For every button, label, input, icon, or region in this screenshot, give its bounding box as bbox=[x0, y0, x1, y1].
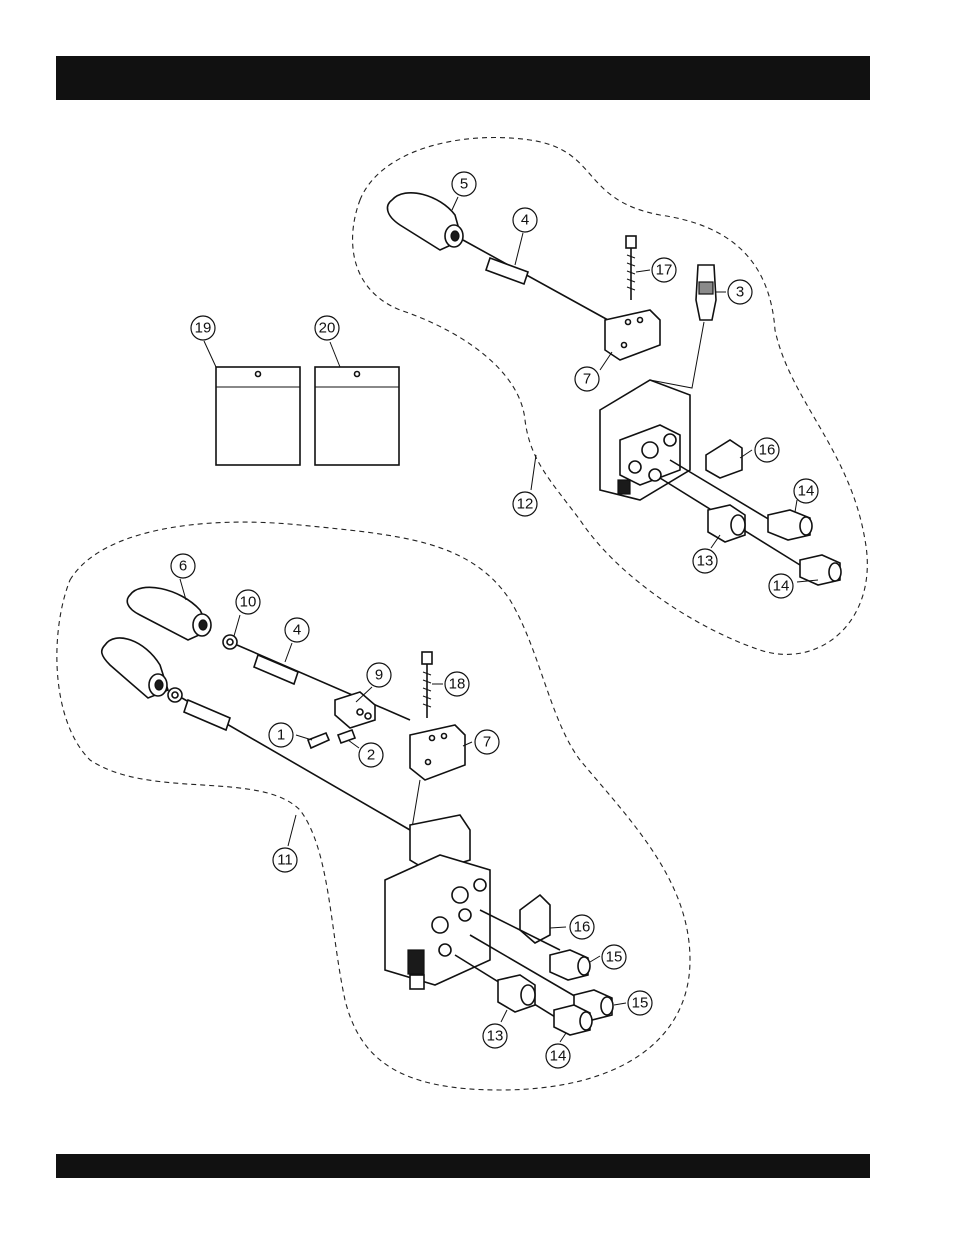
pin-1 bbox=[308, 733, 329, 748]
callout-4-upper: 4 bbox=[513, 208, 537, 232]
svg-text:14: 14 bbox=[550, 1048, 567, 1065]
tee-fitting-16-upper bbox=[706, 440, 742, 478]
callout-13-lower: 13 bbox=[483, 1024, 507, 1048]
handle-knob-5 bbox=[387, 193, 463, 250]
svg-text:2: 2 bbox=[367, 747, 375, 764]
callout-14-upper-b: 14 bbox=[769, 574, 793, 598]
relief-valve-3 bbox=[696, 265, 716, 320]
callout-1: 1 bbox=[269, 723, 293, 747]
svg-text:6: 6 bbox=[179, 558, 187, 575]
callout-20: 20 bbox=[315, 316, 339, 340]
control-valve-body-12 bbox=[600, 380, 690, 500]
svg-text:15: 15 bbox=[606, 949, 623, 966]
handle-knob-6-a bbox=[127, 587, 211, 640]
callout-12: 12 bbox=[513, 492, 537, 516]
fitting-14-upper-b bbox=[800, 555, 841, 585]
sleeve-4-lower bbox=[254, 655, 298, 684]
svg-text:4: 4 bbox=[521, 212, 529, 229]
callout-7-upper: 7 bbox=[575, 367, 599, 391]
svg-text:18: 18 bbox=[449, 676, 466, 693]
mount-block-7-upper bbox=[605, 310, 660, 360]
callout-6: 6 bbox=[171, 554, 195, 578]
decal-card-19 bbox=[216, 367, 300, 465]
callout-11: 11 bbox=[273, 848, 297, 872]
fitting-15-lower-a bbox=[550, 950, 590, 980]
svg-text:5: 5 bbox=[460, 176, 468, 193]
callout-17: 17 bbox=[652, 258, 676, 282]
svg-text:1: 1 bbox=[277, 727, 285, 744]
leader-lines bbox=[180, 197, 818, 1042]
svg-text:13: 13 bbox=[487, 1028, 504, 1045]
callout-7-lower: 7 bbox=[475, 730, 499, 754]
svg-text:16: 16 bbox=[759, 442, 776, 459]
callout-15-a: 15 bbox=[602, 945, 626, 969]
svg-text:12: 12 bbox=[517, 496, 534, 513]
svg-text:11: 11 bbox=[277, 852, 293, 869]
svg-text:3: 3 bbox=[736, 284, 744, 301]
callout-16-lower: 16 bbox=[570, 915, 594, 939]
bracket-9 bbox=[335, 692, 375, 728]
svg-text:14: 14 bbox=[773, 578, 790, 595]
svg-text:7: 7 bbox=[483, 734, 491, 751]
callout-13-upper: 13 bbox=[693, 549, 717, 573]
sleeve-lower-b bbox=[184, 700, 230, 730]
fitting-13-lower bbox=[498, 975, 535, 1012]
callout-3: 3 bbox=[728, 280, 752, 304]
bolt-18 bbox=[422, 652, 432, 718]
callout-16-upper: 16 bbox=[755, 438, 779, 462]
nut-10-b bbox=[168, 688, 182, 702]
svg-text:20: 20 bbox=[319, 320, 336, 337]
nut-10-a bbox=[223, 635, 237, 649]
callout-5: 5 bbox=[452, 172, 476, 196]
svg-text:17: 17 bbox=[656, 262, 673, 279]
callout-14-upper-a: 14 bbox=[794, 479, 818, 503]
svg-text:14: 14 bbox=[798, 483, 815, 500]
fitting-13-upper bbox=[708, 505, 745, 542]
svg-text:16: 16 bbox=[574, 919, 591, 936]
mount-block-7-lower bbox=[410, 725, 465, 780]
svg-text:15: 15 bbox=[632, 995, 649, 1012]
fitting-14-upper-a bbox=[768, 510, 812, 540]
control-valve-body-11 bbox=[385, 815, 490, 989]
callout-19: 19 bbox=[191, 316, 215, 340]
callout-10: 10 bbox=[236, 590, 260, 614]
callout-15-b: 15 bbox=[628, 991, 652, 1015]
callout-14-lower: 14 bbox=[546, 1044, 570, 1068]
handle-knob-6-b bbox=[102, 638, 168, 698]
svg-text:10: 10 bbox=[240, 594, 257, 611]
svg-text:19: 19 bbox=[195, 320, 212, 337]
svg-text:7: 7 bbox=[583, 371, 591, 388]
pin-2 bbox=[338, 730, 355, 743]
bolt-17 bbox=[626, 236, 636, 300]
svg-text:9: 9 bbox=[375, 667, 383, 684]
callout-9: 9 bbox=[367, 663, 391, 687]
lever-rod-upper bbox=[463, 240, 608, 320]
callout-2: 2 bbox=[359, 743, 383, 767]
svg-text:4: 4 bbox=[293, 622, 301, 639]
callout-18: 18 bbox=[445, 672, 469, 696]
callout-4-lower: 4 bbox=[285, 618, 309, 642]
decal-card-20 bbox=[315, 367, 399, 465]
sleeve-4-upper bbox=[486, 258, 528, 284]
svg-text:13: 13 bbox=[697, 553, 714, 570]
tee-fitting-16-lower bbox=[520, 895, 550, 943]
